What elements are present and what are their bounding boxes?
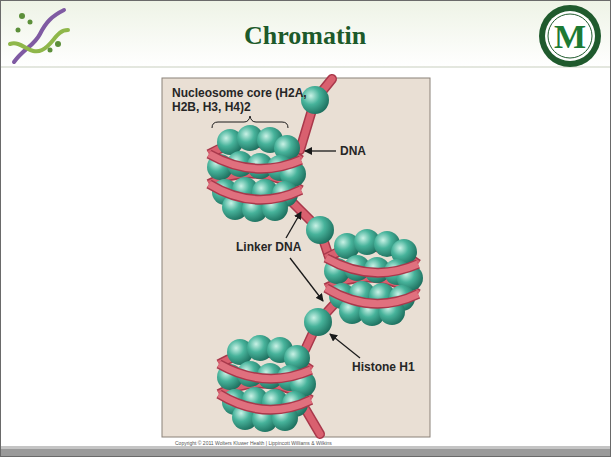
structure-label: Histone H1 — [352, 360, 415, 374]
structure-label: Nucleosome core (H2A, H2B, H3, H4)2 — [172, 86, 307, 114]
structure-label: Linker DNA — [236, 240, 301, 254]
structure-label: DNA — [340, 144, 366, 158]
slide-title: Chromatin — [244, 21, 366, 51]
copyright-note: Copyright © 2011 Wolters Kluwer Health |… — [175, 440, 332, 446]
seal-letter: M — [554, 20, 586, 54]
